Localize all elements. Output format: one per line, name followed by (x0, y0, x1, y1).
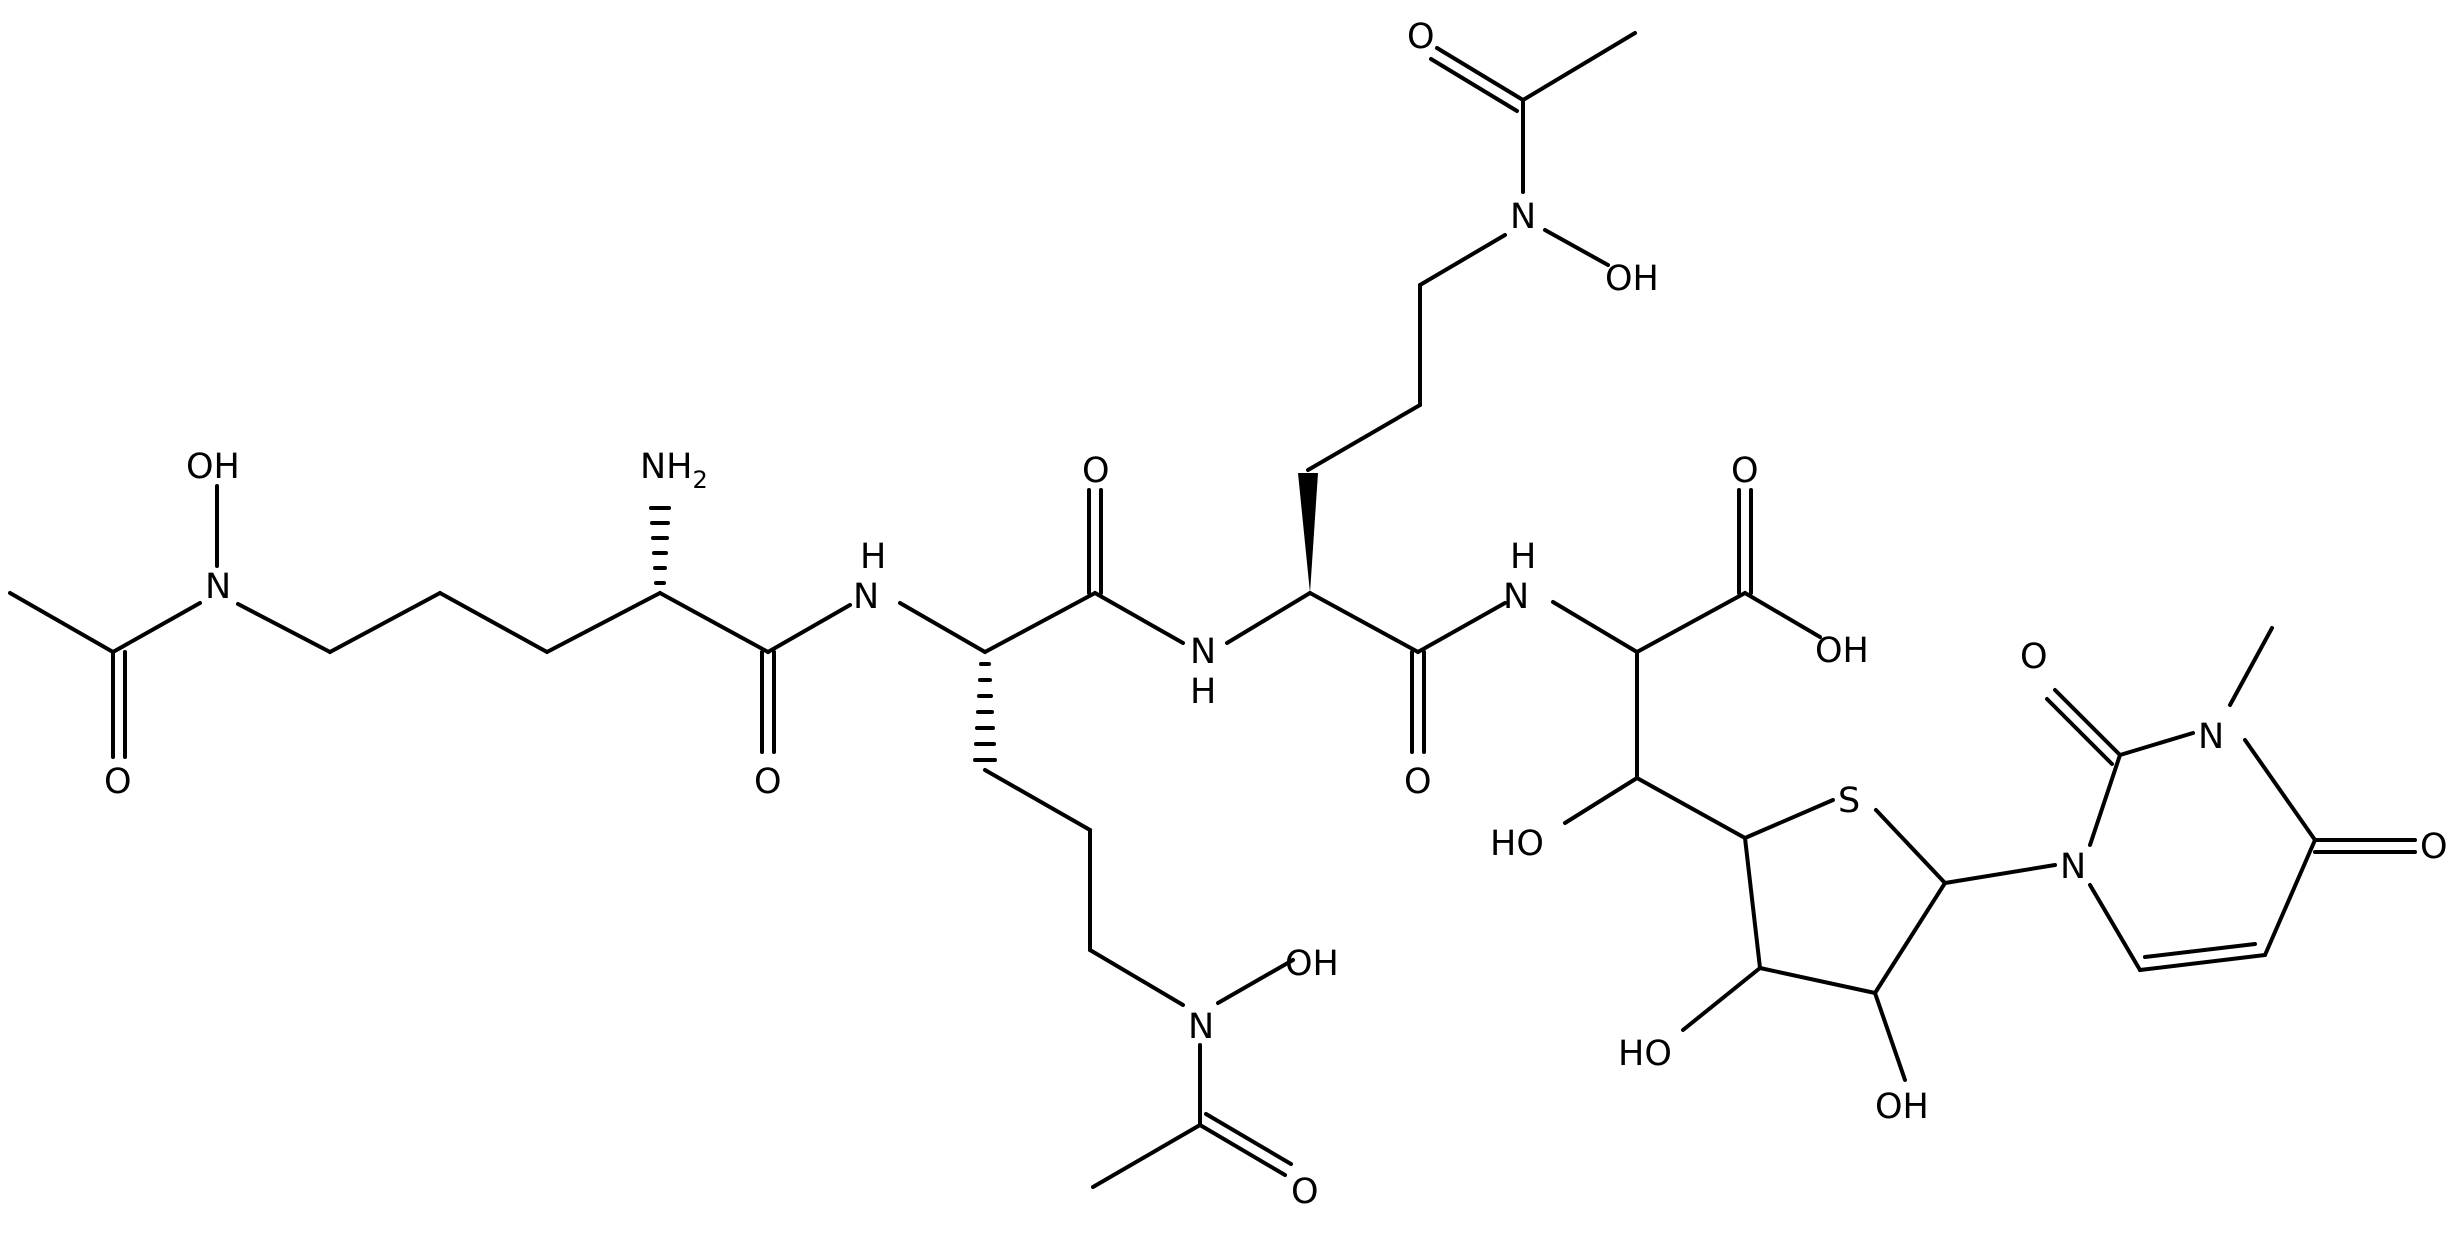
bond (2118, 731, 2195, 757)
bond (2045, 697, 2114, 766)
bond (1093, 591, 1185, 645)
bond (2228, 626, 2274, 707)
atom-label-o: O (1291, 1172, 1319, 1212)
bond (983, 768, 1092, 832)
atom-label-h: H (1190, 672, 1216, 712)
bond (111, 601, 202, 654)
atom-label-o: O (1404, 762, 1432, 802)
atom-label-o: O (754, 762, 782, 802)
bond (1943, 863, 2057, 885)
atom-label-oh: OH (186, 447, 240, 487)
bond (2138, 953, 2267, 972)
atom-label-n: N (2060, 847, 2086, 887)
bond (898, 601, 987, 654)
atom-label-o: O (104, 762, 132, 802)
bond (2088, 753, 2122, 847)
bond (658, 591, 770, 654)
bond (1416, 601, 1507, 654)
bond (766, 603, 852, 654)
bond (328, 591, 442, 654)
bond (1521, 31, 1637, 102)
bond (1874, 808, 1947, 885)
bond (1743, 591, 1822, 639)
bond (1743, 798, 1835, 840)
bond (2088, 883, 2142, 972)
bond (1435, 46, 1525, 102)
bond (1635, 776, 1747, 840)
bond (1873, 881, 1947, 995)
bond (1418, 233, 1507, 287)
atom-label-oh: OH (1605, 259, 1659, 299)
bond (2263, 838, 2317, 957)
bond (2053, 688, 2122, 757)
atom-label-ho: HO (1618, 1034, 1672, 1074)
bond (1681, 966, 1762, 1032)
bond (1758, 966, 1877, 995)
bond (2143, 942, 2257, 959)
bond (1088, 948, 1185, 1007)
bond (1551, 600, 1639, 654)
atom-label-nh2: NH2 (640, 447, 708, 494)
bond (1635, 591, 1747, 654)
atom-label-o: O (2420, 827, 2448, 867)
bond (545, 591, 662, 654)
bond (1216, 958, 1295, 1005)
bond (1204, 1112, 1293, 1166)
atom-label-n: N (1190, 632, 1216, 672)
atom-label-n: N (853, 577, 879, 617)
atom-label-n: N (205, 567, 231, 607)
atom-label-o: O (1082, 451, 1110, 491)
atom-label-s: S (1838, 781, 1860, 821)
bond (1543, 228, 1610, 267)
atom-label-h: H (1510, 537, 1536, 577)
atom-label-oh: OH (1285, 944, 1339, 984)
bond (983, 591, 1097, 654)
bond (438, 591, 549, 654)
bond (1873, 991, 1907, 1082)
atom-label-n: N (1503, 577, 1529, 617)
atom-label-n: N (1188, 1007, 1214, 1047)
bonds (8, 31, 2417, 1189)
atom-label-h: H (860, 537, 886, 577)
bond (1091, 1123, 1202, 1189)
bond (236, 602, 332, 654)
solid-wedge (1298, 473, 1318, 593)
hashed-wedge (973, 662, 997, 762)
atom-label-o: O (1731, 451, 1759, 491)
bond (1429, 57, 1519, 113)
atom-label-o: O (2020, 637, 2048, 677)
bond (1306, 403, 1422, 472)
bond (1308, 591, 1420, 654)
atom-label-o: O (1407, 17, 1435, 57)
atom-label-oh: OH (1875, 1087, 1929, 1127)
atom-label-oh: OH (1815, 631, 1869, 671)
hashed-wedge (649, 506, 671, 585)
bond (1225, 591, 1312, 645)
bond (1743, 836, 1762, 970)
bond (1563, 776, 1639, 825)
bond (8, 591, 115, 654)
atom-label-ho: HO (1490, 824, 1544, 864)
bond (2243, 738, 2317, 842)
atom-labels: OH N O NH2 O H N O N H N OH O O N OH O H… (104, 17, 2448, 1212)
atom-label-n: N (1510, 197, 1536, 237)
atom-label-n: N (2198, 717, 2224, 757)
bond (1198, 1123, 1287, 1177)
